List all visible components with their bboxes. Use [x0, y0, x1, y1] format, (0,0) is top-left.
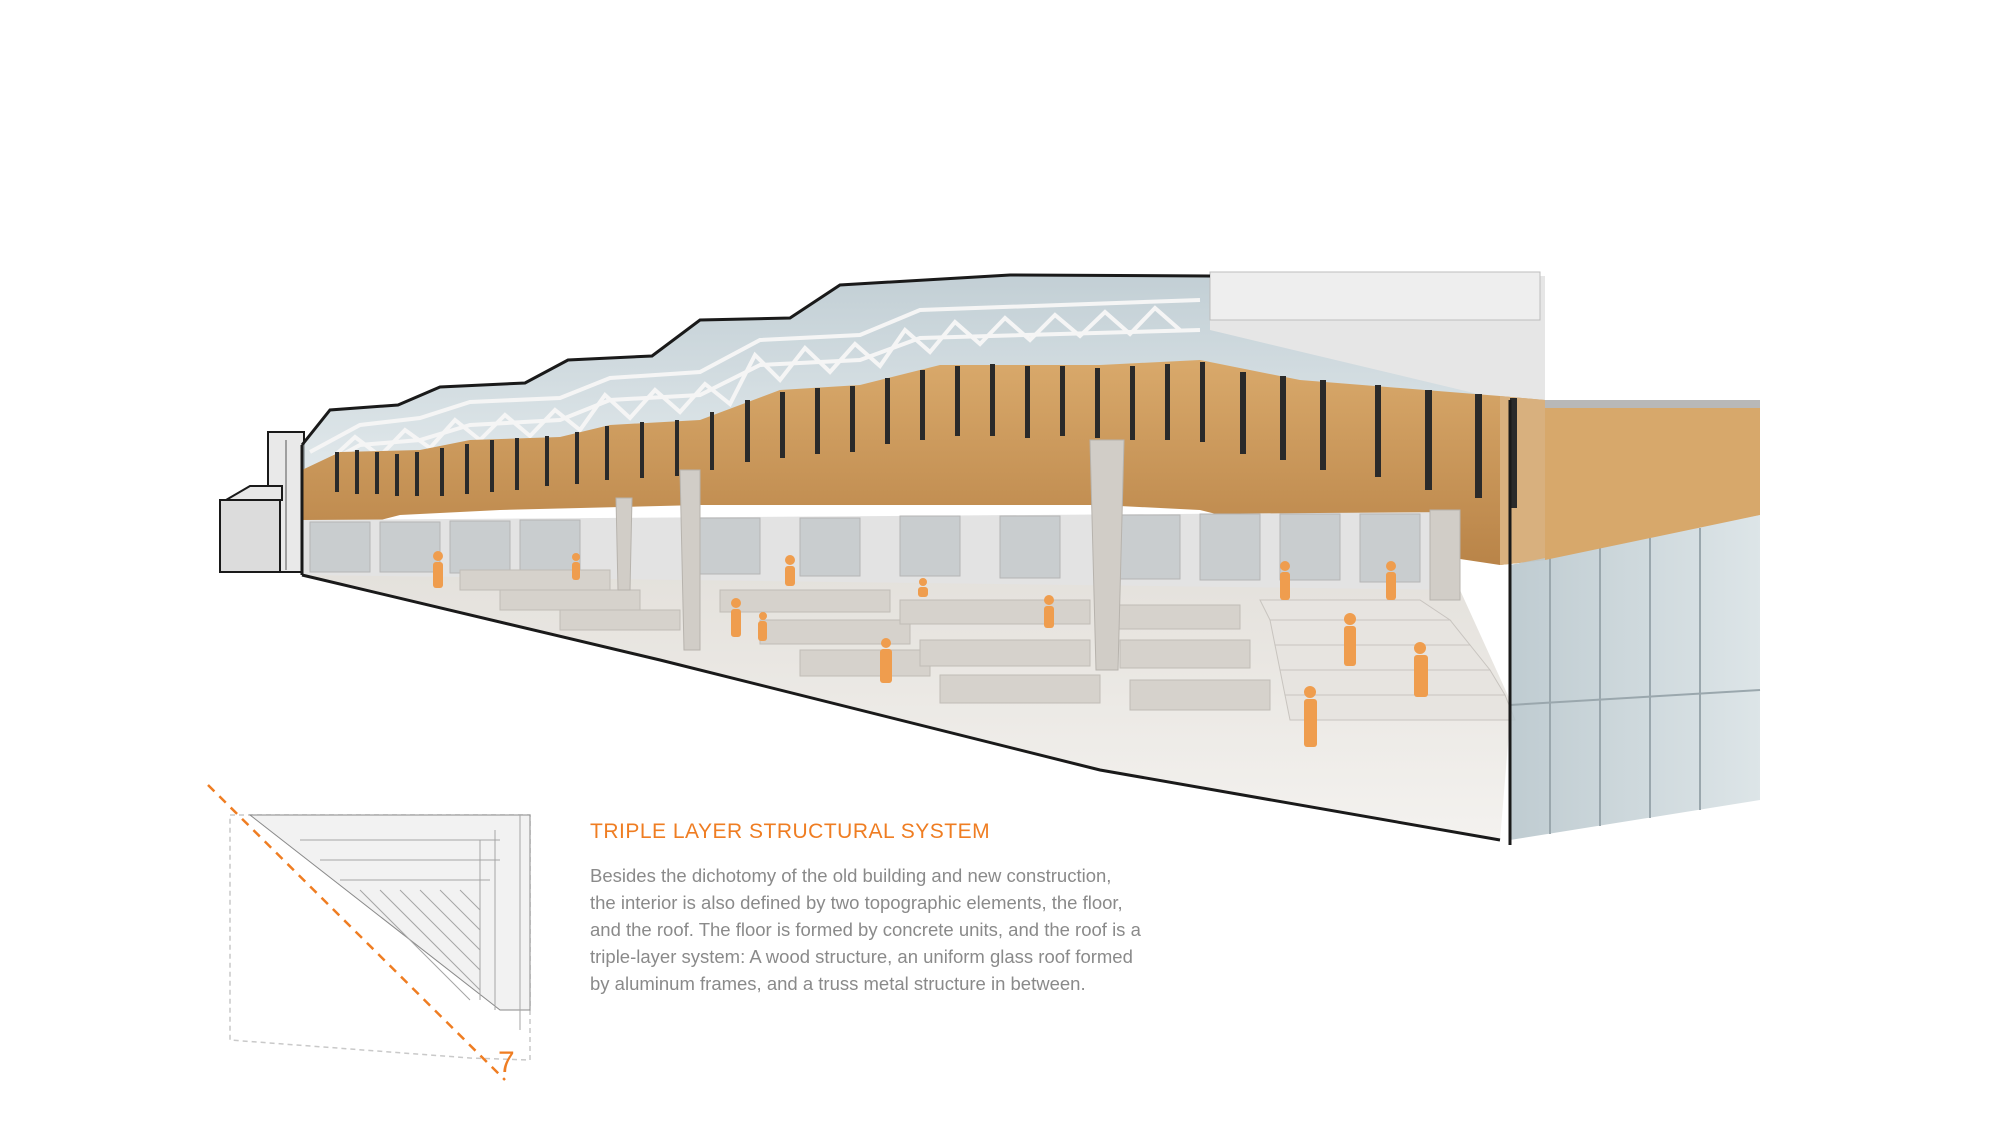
key-plan-marker: 7	[498, 1046, 515, 1079]
section-cut-line	[207, 784, 506, 1081]
section-cut-outline	[300, 273, 1512, 845]
concrete-floor	[302, 569, 1516, 840]
old-building	[219, 431, 305, 573]
wood-fins	[335, 362, 1517, 508]
columns	[615, 439, 1461, 671]
section-description: Besides the dichotomy of the old buildin…	[590, 865, 1141, 994]
glass-facade	[1509, 400, 1761, 840]
people-figures	[433, 551, 1428, 747]
caption-block: TRIPLE LAYER STRUCTURAL SYSTEM Besides t…	[590, 820, 1210, 997]
section-heading: TRIPLE LAYER STRUCTURAL SYSTEM	[590, 820, 991, 843]
key-plan: 7	[207, 784, 531, 1081]
truss-metal-layer	[309, 298, 1201, 474]
